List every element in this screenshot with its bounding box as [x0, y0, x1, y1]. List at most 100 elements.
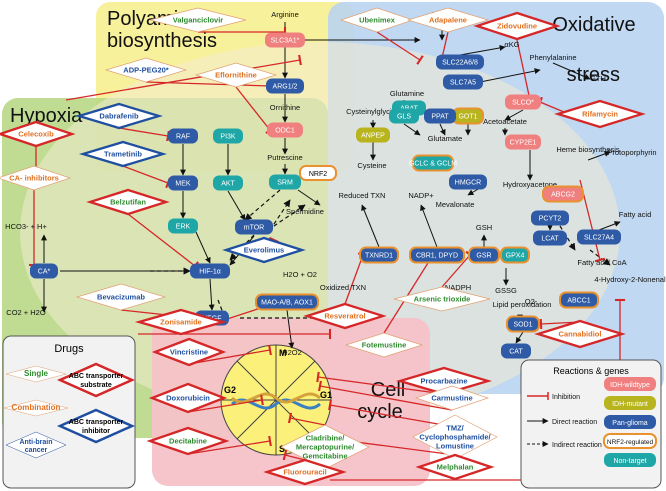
drug-label: Fotemustine [362, 341, 407, 350]
edge [504, 109, 524, 121]
edge [208, 278, 215, 311]
drug-label: Cannabidiol [559, 330, 602, 339]
gene-node-mao-a-b-aox1: MAO-A/B, AOX1 [255, 293, 319, 311]
gene-label: ODC1 [275, 128, 295, 135]
gene-label: MEK [175, 181, 191, 188]
phase-m: M [279, 348, 287, 358]
legend-anti-brain-1: Anti-brain [19, 439, 52, 446]
gene-node-anpep: ANPEP [356, 127, 390, 143]
drug-ca-inhibitors: CA- inhibitors [0, 165, 72, 191]
drug-decitabine: Decitabine [146, 426, 230, 456]
gene-node-gpx4: GPX4 [500, 246, 530, 264]
phase-g1: G1 [320, 390, 332, 400]
metabolite-fatty-acid: Fatty acid [619, 210, 652, 219]
drug-label: Doxorubicin [166, 394, 210, 403]
reactions-legend: Reactions & genes Inhibition Direct reac… [520, 359, 662, 489]
legend-non-target: Non-target [613, 458, 646, 465]
drug-label: Ubenimex [359, 16, 396, 25]
gene-label: TXNRD1 [365, 253, 393, 260]
metabolite-acetoacetate: Acetoacetate [483, 117, 527, 126]
metabolite-hco3-h: HCO3- + H+ [5, 222, 47, 231]
edge [328, 399, 456, 428]
drug-valganciclovir: Valganciclovir [149, 7, 247, 33]
legend-indirect: Indirect reaction [552, 442, 602, 449]
edge [118, 127, 170, 142]
metabolite-reduced-txn: Reduced TXN [339, 191, 386, 200]
gene-node-erk: ERK [168, 218, 198, 234]
metabolite-phenylalanine: Phenylalanine [529, 53, 576, 62]
gene-node-arg1-2: ARG1/2 [266, 78, 304, 94]
gene-label: SOD1 [513, 322, 532, 329]
edge [187, 435, 272, 455]
gene-node-gclc-gclm: GCLC & GCLM [409, 154, 457, 172]
edge [436, 31, 449, 61]
gene-node-mtor: mTOR [235, 219, 273, 235]
edge [598, 221, 621, 231]
drug-label: Bevacizumab [97, 293, 145, 302]
edge [441, 250, 475, 288]
edge [267, 204, 306, 231]
gene-label: mTOR [244, 225, 264, 232]
drug-label: Dabrafenib [99, 112, 139, 121]
drug-label: Everolimus [244, 246, 284, 255]
region-title-cell-cycle: Cell [371, 379, 405, 401]
metabolite-gssg: GSSG [495, 286, 517, 295]
gene-nodes: SLC3A1*ARG1/2ODC1SRMABATSLC22A6/8SLC7A5G… [30, 32, 621, 359]
edge [244, 189, 281, 221]
metabolite-nadph: NADPH [445, 283, 471, 292]
drug-eflornithine: Eflornithine [194, 62, 278, 88]
drugs-legend: Drugs Single Combination Anti-brain canc… [2, 335, 136, 489]
drug-label: Cladribine/Mercaptopurine/Gemcitabine [296, 434, 355, 461]
drug-label: Arsenic trioxide [414, 295, 471, 304]
drug-label: Celecoxib [18, 130, 54, 139]
edge [587, 151, 611, 161]
drug-tmz-cyclophosphamide-lomustine: TMZ/Cyclophosphamide/Lomustine [412, 414, 498, 460]
edge [227, 190, 246, 221]
metabolite-4-hydroxy-2-nonenal: 4-Hydroxy-2-Nonenal [594, 275, 666, 284]
gene-label: RAF [176, 134, 190, 141]
edge [235, 86, 275, 135]
gene-node-gls: GLS [389, 108, 419, 124]
legend-substrate-2: substrate [80, 382, 112, 389]
drug-melphalan: Melphalan [415, 453, 495, 481]
metabolite-spermidine: Spermidine [286, 207, 324, 216]
drug-label: Belzutifan [110, 198, 146, 207]
metabolite-putrescine: Putrescine [267, 153, 302, 162]
edge [459, 44, 506, 56]
drug-label: Rifamycin [582, 110, 618, 119]
metabolite-glutamine: Glutamine [390, 89, 424, 98]
drug-label: Resveratrol [324, 312, 365, 321]
edge [383, 251, 438, 334]
metabolite-fatty-acid-coa: Fatty acid CoA [577, 258, 626, 267]
drug-vincristine: Vincristine [151, 337, 227, 367]
drug-carmustine: Carmustine [414, 385, 490, 411]
edge [122, 165, 171, 189]
drug-zidovudine: Zidovudine [473, 11, 561, 41]
gene-label: SRM [277, 180, 293, 187]
drug-fotemustine: Fotemustine [344, 332, 424, 358]
legend-inhibition: Inhibition [552, 394, 580, 401]
metabolite-ornithine: Ornithine [270, 103, 300, 112]
gene-node-cbr1-dpyd: CBR1, DPYD [409, 246, 465, 264]
gene-node-slc3a1: SLC3A1* [265, 32, 305, 48]
gene-label: CA* [38, 269, 51, 276]
edge [420, 204, 438, 248]
gene-node-hmgcr: HMGCR [449, 174, 487, 190]
edge [282, 449, 306, 461]
edge [297, 189, 321, 206]
metabolite-glutamate: Glutamate [428, 134, 463, 143]
legend-pan-glioma: Pan-glioma [612, 420, 648, 427]
drug-bevacizumab: Bevacizumab [75, 283, 167, 311]
edge [188, 344, 272, 365]
edge [344, 252, 369, 305]
drug-belzutifan: Belzutifan [86, 188, 170, 216]
metabolite-protoporphyrin: Protoporphyrin [607, 148, 656, 157]
edge [287, 412, 326, 426]
gene-node-slc7a5: SLC7A5 [443, 74, 483, 90]
gene-node-sod1: SOD1 [506, 315, 540, 333]
edge [552, 62, 591, 80]
metabolite-arginine: Arginine [271, 10, 299, 19]
metabolite-h2o2: H2O2 [282, 348, 302, 357]
